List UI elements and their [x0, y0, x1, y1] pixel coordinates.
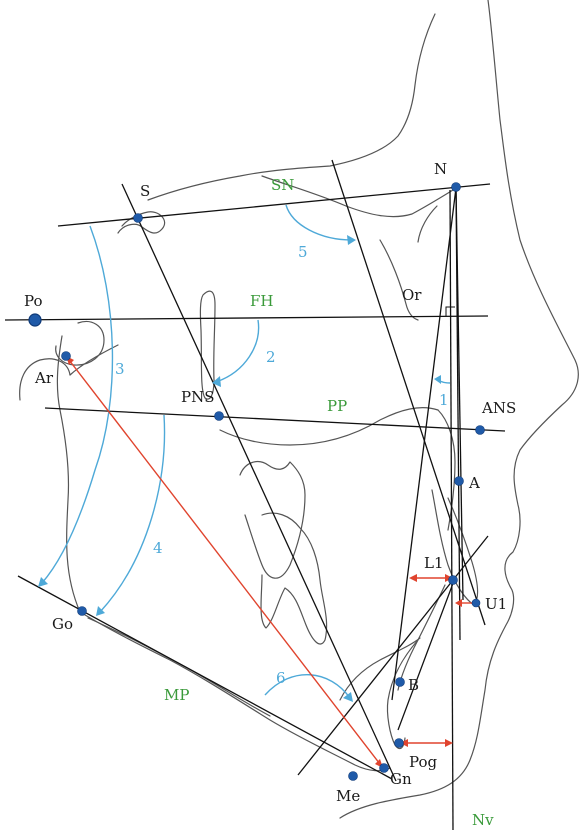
- label-go: Go: [52, 615, 73, 633]
- angle-label-2: 2: [266, 348, 276, 366]
- point-a: [454, 476, 464, 486]
- angle-labels: 1 2 3 4 5 6: [115, 243, 449, 687]
- point-po: [28, 313, 42, 327]
- label-gn: Gn: [390, 770, 412, 788]
- point-go: [77, 606, 87, 616]
- arrowhead-5: [347, 235, 356, 245]
- point-b: [395, 677, 405, 687]
- symphysis: [386, 639, 419, 750]
- angle-label-3: 3: [115, 360, 125, 378]
- label-ar: Ar: [34, 369, 54, 387]
- nv-line: [449, 189, 454, 831]
- point-l1: [448, 575, 458, 585]
- label-n: N: [434, 160, 447, 178]
- anatomical-tracing: [19, 0, 579, 819]
- landmark-labels: S N Po Or Ar PNS ANS A L1 U1 Go B Pog Gn…: [24, 160, 516, 805]
- label-nv: Nv: [472, 811, 494, 829]
- point-gn: [379, 763, 389, 773]
- u1-arrow-left: [455, 599, 462, 607]
- mandible-border: [79, 611, 391, 772]
- plane-labels: SN FH PP MP Nv: [164, 176, 494, 829]
- arc-3: [41, 225, 114, 584]
- point-ans: [475, 425, 485, 435]
- angle-label-5: 5: [298, 243, 308, 261]
- label-pns: PNS: [181, 388, 215, 406]
- point-u1: [471, 598, 481, 608]
- cranial-outline: [147, 13, 436, 201]
- point-pns: [214, 411, 224, 421]
- point-me: [348, 771, 358, 781]
- arc-5: [285, 204, 353, 241]
- pterygoid-plate: [199, 290, 216, 400]
- lower-molar: [260, 512, 328, 645]
- label-po: Po: [24, 292, 43, 310]
- l1-axis: [397, 577, 456, 731]
- arrowhead-2: [212, 376, 221, 387]
- point-pog: [394, 738, 404, 748]
- landmark-points: [28, 182, 485, 781]
- label-b: B: [408, 676, 419, 694]
- orbit-inner: [417, 205, 438, 243]
- upper-incisor: [431, 489, 479, 606]
- angle-label-6: 6: [276, 669, 286, 687]
- ar-gn-line: [65, 355, 384, 769]
- lower-incisor-axis: [297, 535, 489, 776]
- label-u1: U1: [485, 595, 507, 613]
- label-a: A: [468, 474, 480, 492]
- label-me: Me: [336, 787, 360, 805]
- soft-tissue-profile: [339, 0, 579, 819]
- arc-2: [215, 319, 260, 383]
- s-gn-line: [121, 183, 397, 782]
- symphysis-inner: [339, 637, 421, 701]
- n-b-line: [391, 187, 457, 701]
- label-sn: SN: [271, 176, 294, 194]
- arrowhead-4: [96, 606, 105, 616]
- pp-line: [44, 407, 506, 432]
- ear-region: [55, 320, 105, 366]
- point-n: [451, 182, 461, 192]
- arrowhead-6: [343, 692, 353, 702]
- label-ans: ANS: [481, 399, 516, 417]
- label-fh: FH: [250, 292, 274, 310]
- arrowhead-1: [434, 375, 441, 384]
- label-mp: MP: [164, 686, 189, 704]
- fh-line: [4, 315, 489, 321]
- pog-arrow-right: [445, 739, 453, 747]
- palate: [219, 407, 439, 446]
- angle-label-4: 4: [153, 539, 163, 557]
- l1-arrow-left: [409, 574, 417, 582]
- ramus-border: [56, 335, 81, 613]
- arrowhead-3: [38, 577, 48, 587]
- n-u1-line: [455, 187, 464, 601]
- sn-line: [57, 183, 491, 227]
- point-ar: [61, 351, 71, 361]
- arc-4: [99, 414, 166, 613]
- label-pog: Pog: [409, 753, 438, 771]
- reference-lines: [4, 159, 506, 831]
- frontal-bone: [261, 175, 454, 218]
- coronoid: [69, 344, 119, 376]
- orbit-outline: [379, 239, 419, 321]
- label-s: S: [140, 182, 150, 200]
- label-l1: L1: [424, 554, 444, 572]
- facial-axis-line: [331, 159, 486, 626]
- distance-lines: [65, 355, 473, 769]
- arc-6: [264, 673, 351, 699]
- label-or: Or: [402, 286, 422, 304]
- pog-arrow-left: [400, 739, 408, 747]
- point-s: [133, 213, 143, 223]
- angle-label-1: 1: [439, 391, 449, 409]
- mp-line: [17, 575, 393, 780]
- right-angle-marker: [445, 306, 455, 316]
- angle-arcs: [38, 204, 451, 702]
- condyle: [19, 358, 71, 401]
- label-pp: PP: [327, 397, 347, 415]
- upper-molar: [239, 461, 306, 579]
